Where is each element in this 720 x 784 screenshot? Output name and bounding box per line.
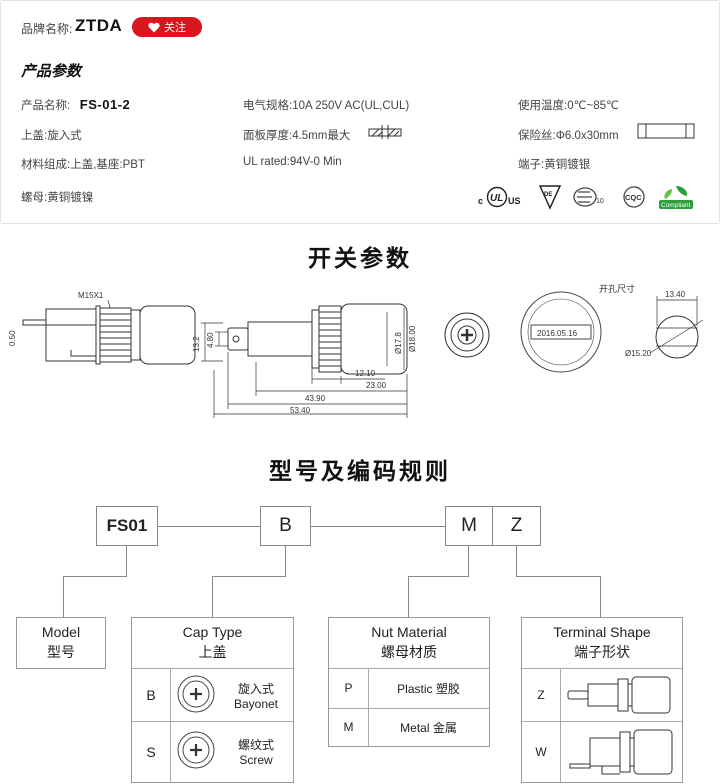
label-1800: Ø18.00	[408, 325, 417, 352]
svg-text:CQC: CQC	[625, 193, 642, 202]
label-5340: 53.40	[290, 406, 311, 415]
nut-desc-plastic: Plastic 塑胶	[397, 681, 460, 696]
param-material: 材料组成:上盖,基座:PBT	[21, 159, 145, 171]
stamp-date: 2016.05.16	[537, 329, 578, 338]
switch-params-title: 开关参数	[308, 245, 412, 271]
model-cn: 型号	[47, 644, 75, 660]
nut-material-table: Nut Material 螺母材质 P M Plastic 塑胶 Metal 金…	[328, 617, 490, 747]
code-box-model: FS01	[96, 506, 158, 546]
screw-cap-icon	[177, 731, 215, 769]
cap-type-cn: 上盖	[198, 644, 227, 660]
brand-label: 品牌名称:	[21, 22, 73, 36]
param-electrical-spec: 电气规格:10A 250V AC(UL,CUL)	[243, 100, 410, 112]
svg-text:DE: DE	[544, 192, 552, 198]
brand-name[interactable]: ZTDA	[75, 16, 123, 35]
fuse-icon	[637, 123, 695, 139]
connector-line	[600, 576, 601, 617]
label-4390: 43.90	[305, 394, 326, 403]
terminal-shape-cn: 端子形状	[574, 644, 630, 660]
label-1210: 12.10	[355, 369, 376, 378]
follow-label: 关注	[164, 22, 186, 34]
label-hole-title: 开孔尺寸	[599, 283, 635, 294]
label-thread: M15X1	[78, 291, 104, 300]
terminal-code-z: Z	[537, 687, 545, 702]
svg-text:US: US	[508, 196, 521, 206]
svg-text:Compliant: Compliant	[661, 202, 690, 209]
connector-line	[285, 546, 286, 576]
panel-thickness-icon	[368, 125, 402, 139]
code-box-cap: B	[260, 506, 311, 546]
nut-material-en: Nut Material	[371, 624, 447, 640]
connector-line	[63, 576, 127, 577]
cap-code-b: B	[146, 686, 156, 703]
cap-code-s: S	[146, 743, 156, 760]
nut-code-p: P	[344, 681, 353, 695]
bent-terminal-icon	[569, 729, 673, 775]
nut-material-cn: 螺母材质	[381, 644, 437, 660]
model-box: Model 型号	[16, 617, 106, 669]
bayonet-cap-icon	[177, 675, 215, 713]
param-cap: 上盖:旋入式	[21, 130, 82, 142]
connector-line	[63, 576, 64, 617]
connector-line	[311, 526, 445, 527]
param-fuse: 保险丝:Φ6.0x30mm	[518, 130, 619, 142]
nut-code-m: M	[343, 720, 354, 734]
label-132: 13.2	[192, 336, 201, 352]
param-panel-thickness: 面板厚度:4.5mm最大	[243, 130, 351, 142]
connector-line	[468, 546, 469, 576]
ccc-logo: 10	[573, 187, 604, 207]
param-terminal: 端子:黄铜镀银	[518, 159, 591, 171]
svg-text:c: c	[478, 196, 483, 206]
vde-logo: DE	[538, 185, 562, 210]
connector-line	[408, 576, 469, 577]
dimension-drawing: M15X1 0.50 13.2 4.80 Ø17.8 Ø18.00 12.10 …	[8, 283, 704, 418]
cul-us-logo: c UL US	[478, 186, 521, 208]
params-title: 产品参数	[21, 62, 82, 80]
code-box-nut: M	[445, 506, 493, 546]
coding-title: 型号及编码规则	[269, 458, 451, 484]
label-480: 4.80	[206, 332, 215, 348]
connector-line	[408, 576, 409, 617]
rohs-logo: Compliant	[659, 186, 693, 209]
connector-line	[158, 526, 260, 527]
param-product-name: 产品名称: FS-01-2	[21, 97, 131, 112]
connector-line	[516, 546, 517, 576]
svg-text:10: 10	[596, 198, 604, 205]
follow-button[interactable]: 关注	[132, 17, 202, 37]
connector-line	[212, 576, 286, 577]
param-temperature: 使用温度:0℃~85℃	[518, 100, 619, 112]
connector-line	[212, 576, 213, 617]
cqc-logo: CQC	[623, 186, 645, 208]
nut-desc-metal: Metal 金属	[400, 720, 457, 735]
label-178: Ø17.8	[394, 332, 403, 354]
terminal-shape-en: Terminal Shape	[553, 624, 651, 640]
label-hole-d: Ø15.20	[625, 349, 652, 358]
connector-line	[126, 546, 127, 576]
terminal-shape-table: Terminal Shape 端子形状 Z W	[521, 617, 683, 783]
terminal-code-w: W	[535, 744, 547, 759]
connector-line	[516, 576, 601, 577]
svg-text:UL: UL	[490, 193, 503, 204]
straight-terminal-icon	[567, 676, 671, 714]
label-hole-w: 13.40	[665, 290, 686, 299]
heart-icon	[148, 22, 160, 32]
cap-type-en: Cap Type	[182, 624, 243, 640]
label-050: 0.50	[8, 330, 17, 346]
product-params-card: 品牌名称: ZTDA 关注 产品参数 产品名称: FS-01-2 电气规格:10…	[0, 0, 720, 224]
code-box-terminal: Z	[492, 506, 541, 546]
param-ul-rated: UL rated:94V-0 Min	[243, 156, 342, 168]
param-nut: 螺母:黄铜镀镍	[21, 192, 94, 204]
model-en: Model	[41, 624, 81, 640]
label-2300: 23.00	[366, 381, 387, 390]
